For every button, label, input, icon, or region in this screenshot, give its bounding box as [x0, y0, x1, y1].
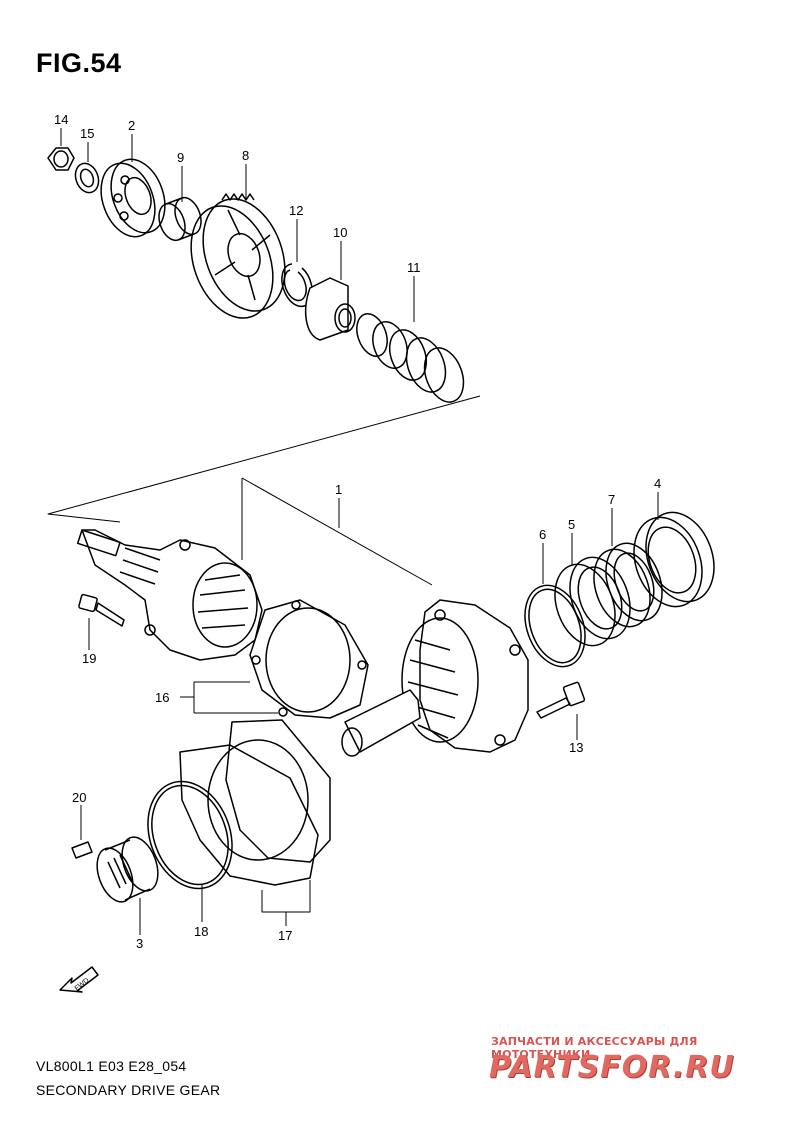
part-7-oil-seal[interactable]	[584, 536, 672, 635]
callout-10: 10	[333, 225, 347, 240]
callout-12: 12	[289, 203, 303, 218]
part-16-gasket[interactable]	[249, 599, 369, 719]
part-1-housing-left[interactable]	[76, 529, 263, 661]
callout-13: 13	[569, 740, 583, 755]
callout-17: 17	[278, 928, 292, 943]
part-19-bolt[interactable]	[78, 593, 125, 627]
callout-11: 11	[407, 260, 421, 275]
part-20-dowel-pin[interactable]	[71, 841, 93, 859]
part-5-bearing-ring[interactable]	[544, 549, 640, 654]
watermark-tagline: ЗАПЧАСТИ И АКСЕССУАРЫ ДЛЯ МОТОТЕХНИКИ	[491, 1035, 698, 1061]
part-14-nut[interactable]	[47, 147, 75, 171]
part-9-spacer[interactable]	[154, 194, 206, 244]
callout-18: 18	[194, 924, 208, 939]
part-4-lock-nut[interactable]	[622, 503, 726, 616]
part-10-cam[interactable]	[304, 277, 356, 341]
callout-15: 15	[80, 126, 94, 141]
callout-9: 9	[177, 150, 184, 165]
callout-14: 14	[54, 112, 68, 127]
callout-7: 7	[608, 492, 615, 507]
callout-8: 8	[242, 148, 249, 163]
callout-6: 6	[539, 527, 546, 542]
part-18-o-ring[interactable]	[134, 770, 247, 901]
callout-5: 5	[568, 517, 575, 532]
part-11-spring[interactable]	[351, 310, 470, 408]
part-3-needle-bearing[interactable]	[90, 832, 164, 907]
part-2-bearing[interactable]	[92, 152, 175, 245]
figure-title: FIG.54	[36, 48, 122, 78]
watermark-brand: PARTSFOR.RU	[489, 1050, 735, 1085]
callout-2: 2	[128, 118, 135, 133]
part-1-housing-right[interactable]	[341, 599, 529, 757]
callout-19: 19	[82, 651, 96, 666]
part-12-circlip[interactable]	[281, 263, 313, 308]
callout-20: 20	[72, 790, 86, 805]
part-17-gasket[interactable]	[179, 719, 331, 886]
fwd-arrow	[59, 966, 99, 993]
callout-16: 16	[155, 690, 169, 705]
figure-name: SECONDARY DRIVE GEAR	[36, 1082, 221, 1098]
model-code: VL800L1 E03 E28_054	[36, 1058, 187, 1074]
callout-3: 3	[136, 936, 143, 951]
part-8-gear[interactable]	[176, 188, 299, 330]
callout-1: 1	[335, 482, 342, 497]
part-15-washer[interactable]	[72, 160, 103, 196]
part-13-bolt[interactable]	[536, 681, 586, 719]
callout-4: 4	[654, 476, 661, 491]
